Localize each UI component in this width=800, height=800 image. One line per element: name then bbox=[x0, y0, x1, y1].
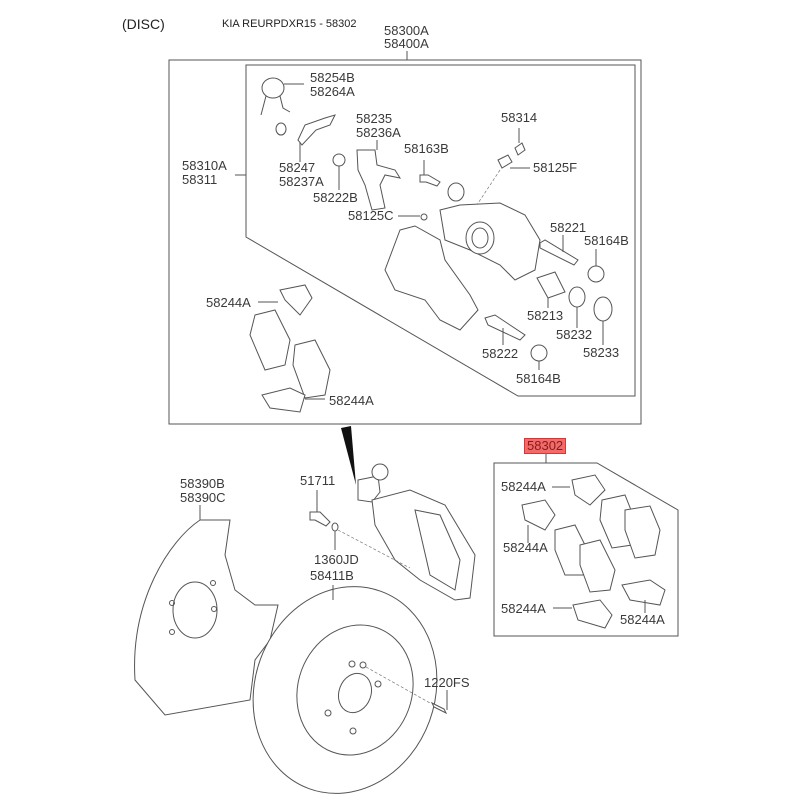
part-label[interactable]: 58247 bbox=[279, 160, 316, 175]
variant-label: (DISC) bbox=[122, 16, 165, 32]
part-label[interactable]: 58125F bbox=[533, 160, 578, 175]
part-label[interactable]: 58213 bbox=[527, 308, 564, 323]
arrow-pointer bbox=[341, 426, 356, 485]
part-label[interactable]: 58232 bbox=[556, 327, 593, 342]
part-label[interactable]: 58235 bbox=[356, 111, 393, 126]
lever-part bbox=[297, 114, 336, 146]
part-label[interactable]: 1220FS bbox=[424, 675, 470, 690]
guide-pin-part bbox=[539, 239, 579, 266]
part-label[interactable]: 58244A bbox=[501, 601, 546, 616]
part-label[interactable]: 58233 bbox=[583, 345, 620, 360]
pad-clip-part bbox=[279, 284, 313, 316]
bolt-part bbox=[309, 511, 331, 527]
part-label[interactable]: 58222 bbox=[482, 346, 519, 361]
part-label[interactable]: 58390B bbox=[180, 476, 225, 491]
brake-pad-part bbox=[249, 309, 291, 371]
part-label[interactable]: 58311 bbox=[182, 172, 218, 187]
brake-pad-part bbox=[292, 339, 331, 399]
part-label[interactable]: 58264A bbox=[310, 84, 355, 99]
seal-part bbox=[568, 286, 586, 308]
pad-kit-frame bbox=[493, 462, 679, 637]
part-label[interactable]: 58237A bbox=[279, 174, 324, 189]
bolt-part bbox=[419, 174, 441, 187]
guide-pin-part bbox=[484, 314, 526, 341]
pad-kit-parts bbox=[521, 474, 666, 629]
spring-part bbox=[260, 77, 304, 116]
part-label[interactable]: 58222B bbox=[313, 190, 358, 205]
part-label[interactable]: 58125C bbox=[348, 208, 394, 223]
part-label[interactable]: 58163B bbox=[404, 141, 449, 156]
washer-part bbox=[275, 122, 287, 136]
caliper-frame bbox=[245, 64, 636, 397]
part-label[interactable]: 58164B bbox=[584, 233, 629, 248]
bracket-part bbox=[356, 149, 402, 211]
piston-part bbox=[536, 271, 566, 299]
dust-cover-part bbox=[134, 519, 279, 716]
part-label[interactable]: 58244A bbox=[503, 540, 548, 555]
carrier-part bbox=[384, 225, 479, 331]
assembly-frame bbox=[168, 59, 642, 425]
part-label[interactable]: 58400A bbox=[384, 36, 429, 51]
part-label[interactable]: 58244A bbox=[501, 479, 546, 494]
part-label[interactable]: 58164B bbox=[516, 371, 561, 386]
part-label[interactable]: 58244A bbox=[620, 612, 665, 627]
pin-boot-part bbox=[587, 265, 605, 283]
part-label[interactable]: 58236A bbox=[356, 125, 401, 140]
part-label[interactable]: 58310A bbox=[182, 158, 227, 173]
boot-part bbox=[332, 153, 346, 167]
bleeder-part bbox=[497, 154, 513, 169]
caliper-housing-part bbox=[439, 182, 541, 281]
part-label[interactable]: 1360JD bbox=[314, 552, 359, 567]
part-label[interactable]: 58254B bbox=[310, 70, 355, 85]
clip-part bbox=[514, 142, 526, 156]
part-label[interactable]: 58390C bbox=[180, 490, 226, 505]
washer-part bbox=[331, 522, 339, 532]
highlighted-part-label[interactable]: 58302 bbox=[524, 438, 567, 454]
pad-clip-part bbox=[261, 387, 306, 413]
brake-disc-part bbox=[252, 586, 438, 794]
piston-boot-part bbox=[593, 296, 613, 322]
caliper-assembly-part bbox=[357, 463, 476, 601]
part-label[interactable]: 58244A bbox=[206, 295, 251, 310]
screw-part bbox=[430, 701, 448, 715]
part-label[interactable]: 51711 bbox=[300, 473, 336, 488]
part-label[interactable]: 58300A bbox=[384, 23, 429, 38]
part-label[interactable]: 58314 bbox=[501, 110, 538, 125]
diagram-title: KIA REURPDXR15 - 58302 bbox=[222, 18, 357, 30]
part-label[interactable]: 58221 bbox=[550, 220, 587, 235]
part-label[interactable]: 58411B bbox=[310, 568, 354, 583]
part-label[interactable]: 58244A bbox=[329, 393, 374, 408]
pin-boot-part bbox=[530, 344, 548, 362]
